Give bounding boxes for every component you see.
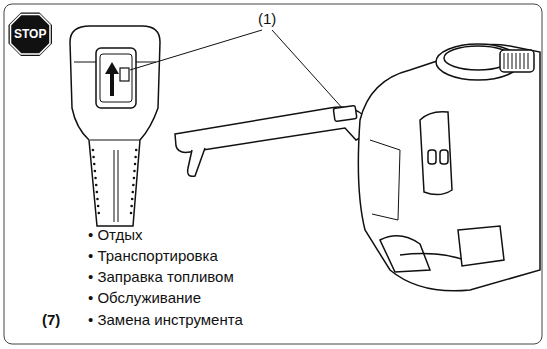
list-item: • Отдых	[88, 226, 143, 244]
stop-sign: STOP	[8, 12, 52, 56]
leader-line	[130, 30, 262, 70]
hedge-trimmer	[175, 44, 540, 291]
leader-line	[272, 30, 344, 110]
callout-number: (7)	[42, 311, 60, 329]
sign-text: STOP	[14, 28, 46, 40]
list-item: • Замена инструмента	[88, 311, 243, 329]
list-item: • Транспортировка	[88, 247, 218, 265]
frame	[4, 4, 542, 344]
list-item: • Обслуживание	[88, 289, 201, 307]
handle-closeup	[70, 26, 160, 226]
callout-number: (1)	[258, 10, 276, 28]
list-item: • Заправка топливом	[88, 268, 234, 286]
